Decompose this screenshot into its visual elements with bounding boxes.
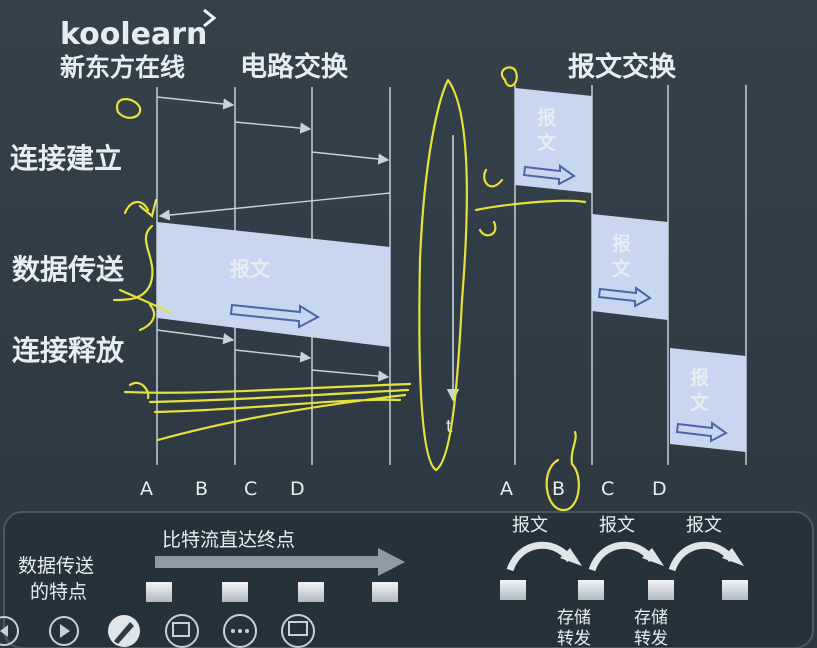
- play-icon: [60, 624, 70, 638]
- handwritten-annotations: [112, 66, 587, 512]
- store-forward-2-line2: 转发: [634, 629, 668, 648]
- title-circuit-switching: 电路交换: [240, 51, 349, 83]
- phase-release-label: 连接释放: [12, 334, 125, 367]
- circuit-node-c: C: [244, 478, 257, 500]
- message-node-b: B: [552, 478, 565, 500]
- whiteboard-button[interactable]: [165, 614, 199, 648]
- screen-icon: [288, 621, 308, 636]
- pen-icon: [114, 622, 134, 644]
- prev-icon: [0, 625, 8, 637]
- packet-bc-label-2: 文: [612, 257, 632, 280]
- packet-bc-label-1: 报: [612, 232, 631, 255]
- message-node-boxes: [500, 580, 748, 600]
- message-node-c: C: [601, 478, 614, 500]
- hop-arrowheads: [560, 548, 744, 566]
- circuit-message-label: 报文: [230, 257, 271, 281]
- message-packet-bc: [592, 214, 668, 320]
- logo-subtitle: 新东方在线: [60, 53, 185, 82]
- hop-label-3: 报文: [686, 515, 722, 536]
- whiteboard-icon: [172, 622, 190, 637]
- packet-cd-arrow-icon: [675, 421, 728, 443]
- store-forward-1-line2: 转发: [557, 629, 591, 648]
- title-message-switching: 报文交换: [568, 51, 677, 83]
- circuit-node-d: D: [290, 478, 305, 500]
- store-forward-2-line1: 存储: [634, 608, 668, 628]
- hop-label-2: 报文: [599, 515, 635, 536]
- phase-setup-label: 连接建立: [10, 142, 122, 175]
- packet-ab-label-1: 报: [537, 106, 556, 129]
- circuit-node-boxes: [146, 582, 398, 602]
- hop-label-1: 报文: [512, 515, 548, 536]
- message-node-d: D: [652, 478, 667, 500]
- packet-bc-arrow-icon: [597, 286, 652, 308]
- packet-ab-label-2: 文: [537, 131, 557, 154]
- more-icon: [231, 629, 249, 633]
- prev-button[interactable]: [0, 616, 19, 646]
- circuit-node-a: A: [140, 478, 153, 500]
- phase-transfer-label: 数据传送: [12, 253, 124, 286]
- pen-button[interactable]: [108, 615, 140, 647]
- circuit-data-block: [157, 222, 390, 347]
- packet-cd-label-2: 文: [690, 391, 710, 414]
- logo-mark-icon: [203, 8, 217, 28]
- circuit-direction-arrow-icon: [229, 303, 321, 329]
- release-signal-arrows: [156, 329, 390, 382]
- panel-label-line2: 的特点: [30, 581, 87, 603]
- packet-cd-label-1: 报: [690, 366, 709, 389]
- message-packet-ab: [515, 88, 592, 193]
- bitstream-caption: 比特流直达终点: [162, 529, 295, 551]
- play-button[interactable]: [49, 616, 79, 646]
- store-forward-1-line1: 存储: [557, 608, 591, 628]
- bitstream-arrow-icon: [155, 548, 405, 576]
- circuit-node-b: B: [195, 478, 208, 500]
- screen-button[interactable]: [281, 614, 315, 648]
- setup-signal-arrows: [156, 96, 391, 221]
- time-axis-label: t: [446, 417, 453, 437]
- message-node-a: A: [500, 478, 513, 500]
- logo-brand: koolearn: [60, 17, 207, 52]
- panel-label-line1: 数据传送: [18, 555, 94, 577]
- packet-ab-arrow-icon: [522, 164, 576, 186]
- more-button[interactable]: [223, 614, 257, 648]
